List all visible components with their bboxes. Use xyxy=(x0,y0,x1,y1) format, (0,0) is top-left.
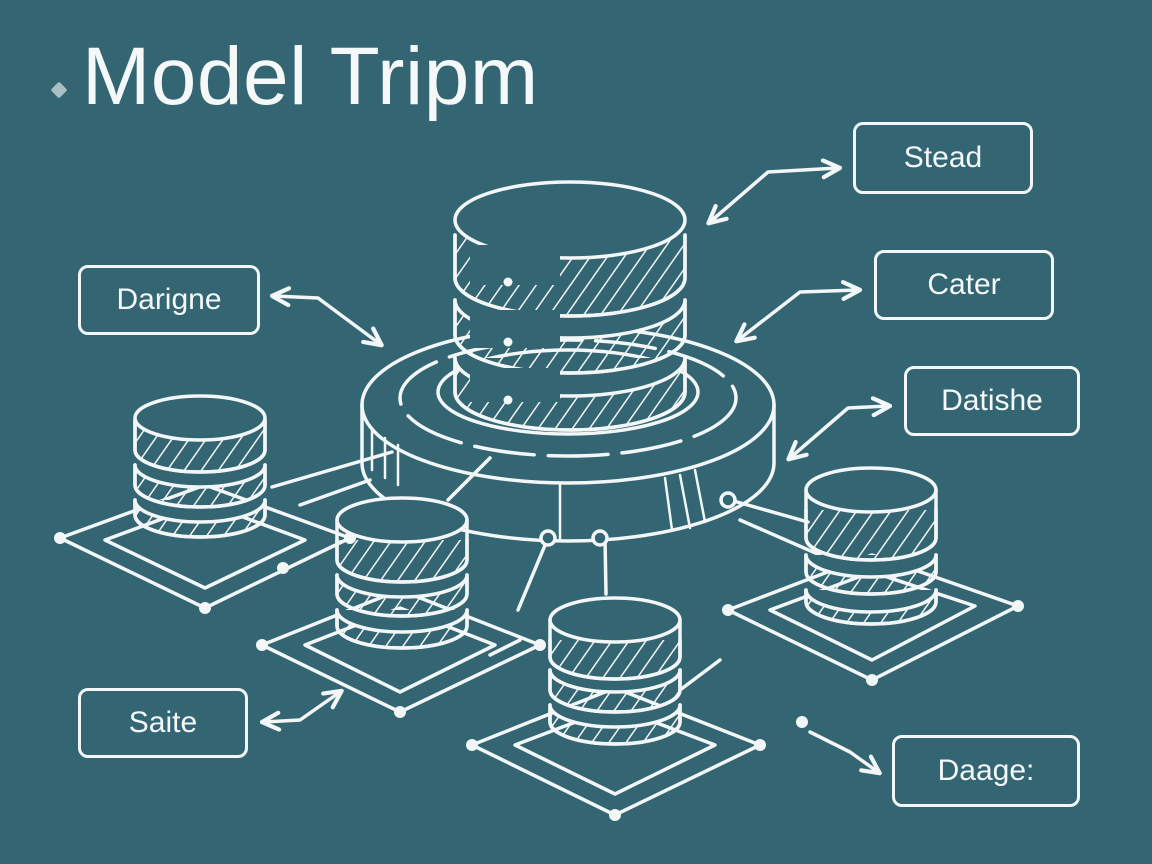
label-cater: Cater xyxy=(874,250,1054,320)
network-connectors xyxy=(270,450,822,692)
database-stack-center-left xyxy=(335,496,469,650)
label-saite: Saite xyxy=(78,688,248,758)
page-title: Model Tripm xyxy=(82,31,539,122)
arrow-stead xyxy=(706,158,843,226)
arrow-datishe xyxy=(786,396,893,462)
arrow-darigne xyxy=(269,286,384,348)
label-datishe: Datishe xyxy=(904,366,1080,436)
database-stack-right xyxy=(804,466,938,626)
arrow-saite xyxy=(259,688,344,732)
arrow-daage xyxy=(808,730,882,776)
database-stack-bottom xyxy=(548,596,682,746)
label-darigne: Darigne xyxy=(78,265,260,335)
label-stead: Stead xyxy=(853,122,1033,194)
database-stack-left xyxy=(133,394,267,539)
central-server-stack xyxy=(453,180,687,432)
arrow-cater xyxy=(734,280,863,344)
label-arrows xyxy=(259,158,893,776)
label-daage: Daage: xyxy=(892,735,1080,807)
